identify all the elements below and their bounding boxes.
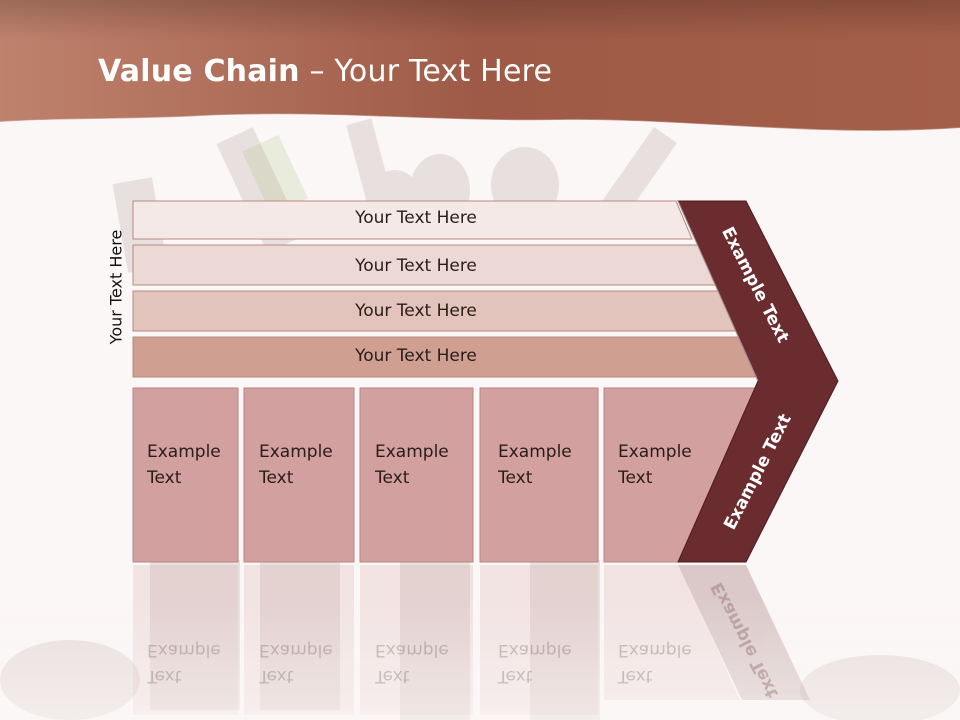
title-rest: – Your Text Here [299,54,553,89]
primary-box-2 [243,387,355,563]
support-bar-2-label: Your Text Here [355,256,477,276]
primary-box-1 [132,387,239,563]
primary-box-4 [479,387,599,563]
support-bar-3-label: Your Text Here [355,301,477,321]
slide-title: Value Chain – Your Text Here [98,54,552,89]
primary-box-3 [359,387,474,563]
side-label: Your Text Here [106,229,126,345]
support-bar-4-label: Your Text Here [355,346,477,366]
support-bar-1-label: Your Text Here [355,208,477,228]
title-bold: Value Chain [98,54,300,89]
support-bar-1 [132,200,693,240]
